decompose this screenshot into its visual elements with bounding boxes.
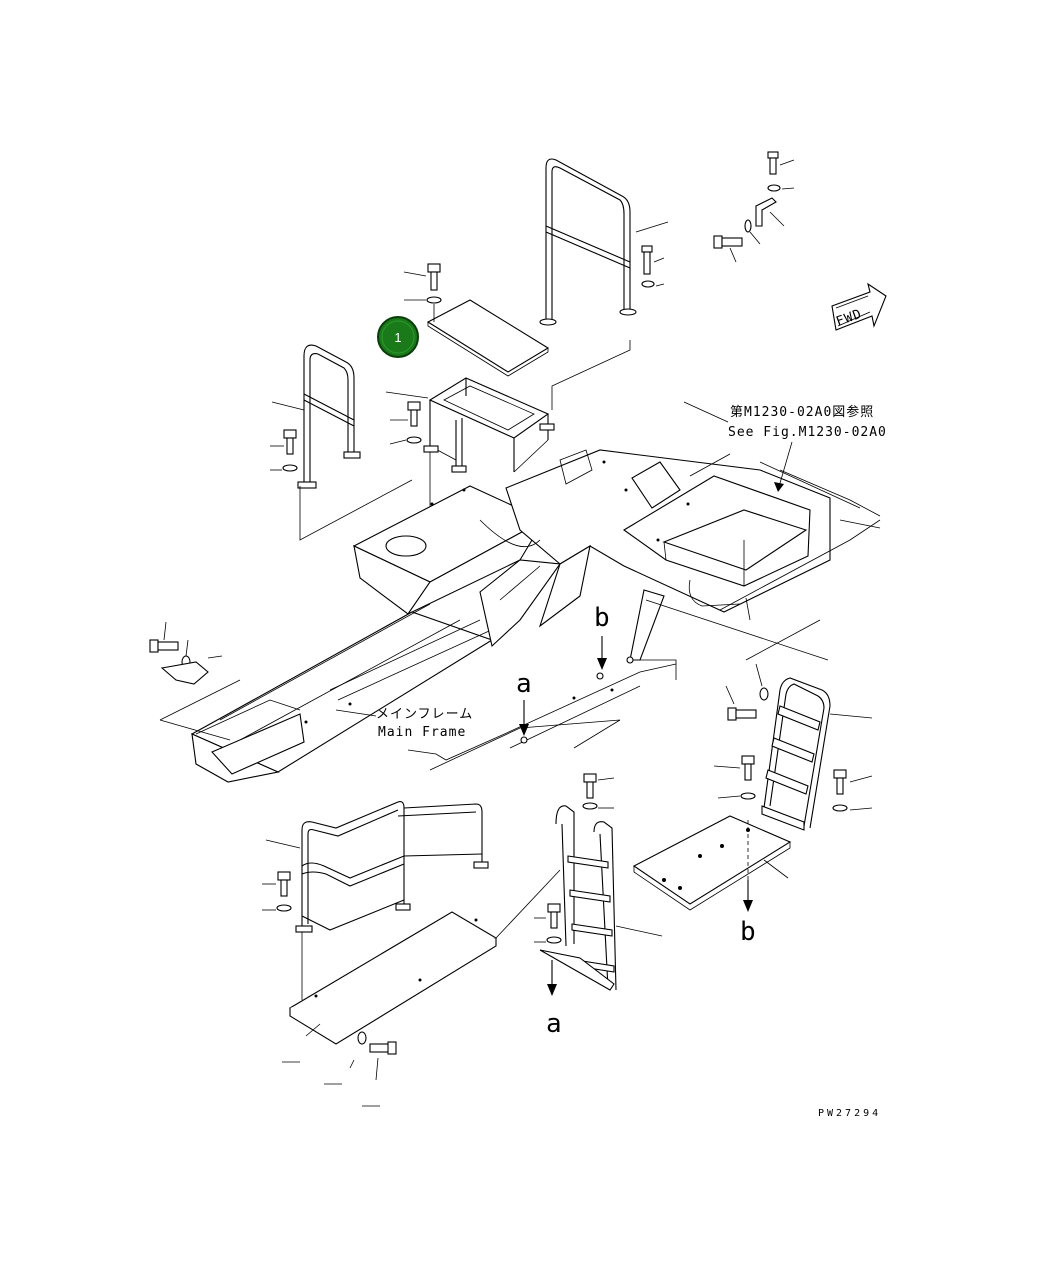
figure-reference: 第M1230-02A0図参照 See Fig.M1230-02A0 bbox=[683, 401, 887, 492]
main-frame-label: メインフレーム Main Frame bbox=[335, 707, 473, 740]
see-fig-en: See Fig.M1230-02A0 bbox=[728, 425, 887, 440]
main-frame bbox=[149, 449, 881, 783]
callout-circle bbox=[377, 316, 419, 358]
fwd-arrow-icon: FWD bbox=[831, 282, 887, 331]
step-plate-right bbox=[632, 815, 792, 911]
view-marker-a-top: a bbox=[516, 669, 532, 736]
bottom-railing bbox=[262, 801, 561, 1107]
view-marker-b-bottom: b bbox=[740, 880, 756, 947]
marker-a-bottom: a bbox=[546, 1009, 562, 1039]
top-handrail bbox=[539, 158, 669, 410]
view-marker-a-bottom: a bbox=[546, 960, 562, 1039]
see-fig-jp: 第M1230-02A0図参照 bbox=[730, 404, 874, 420]
marker-b-top: b bbox=[594, 603, 610, 633]
center-ladder bbox=[534, 773, 663, 991]
main-frame-jp: メインフレーム bbox=[376, 707, 473, 722]
step-plate-top bbox=[403, 263, 550, 377]
part-callout-1[interactable]: 1 bbox=[377, 316, 419, 358]
right-ladder bbox=[713, 619, 873, 831]
left-handrail bbox=[270, 344, 413, 541]
step-frame bbox=[385, 377, 555, 516]
marker-a-top: a bbox=[516, 669, 532, 699]
bolt-set-top-right bbox=[641, 151, 795, 288]
view-marker-b-top: b bbox=[594, 603, 610, 670]
callout-number: 1 bbox=[394, 330, 401, 345]
drawing-number: PW27294 bbox=[818, 1108, 881, 1119]
marker-b-bottom: b bbox=[740, 917, 756, 947]
main-frame-en: Main Frame bbox=[378, 725, 466, 740]
